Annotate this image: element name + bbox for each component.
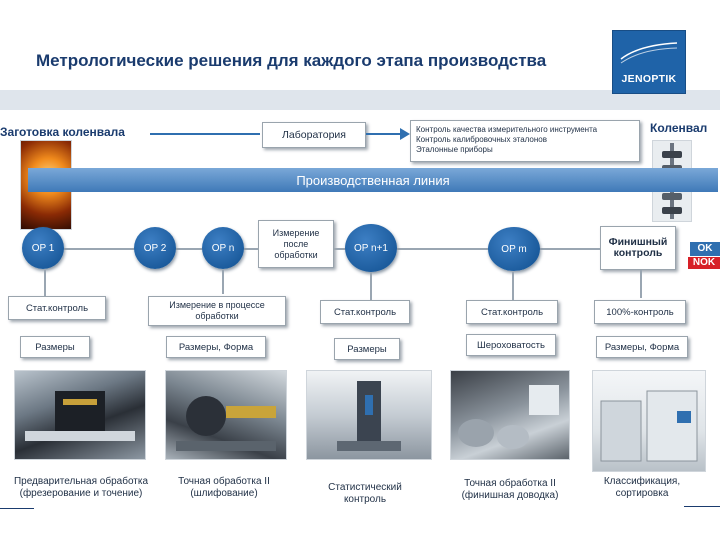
lab-desc-line: Контроль качества измерительного инструм…: [416, 125, 598, 134]
crankshaft-parts-icon: [458, 385, 559, 449]
logo-wave-icon: [620, 42, 678, 64]
arrow-right-icon: [400, 128, 410, 140]
sorting-machine-photo: [592, 370, 706, 472]
connector: [150, 133, 260, 135]
grinding-machine-photo: [165, 370, 287, 460]
gauge-icon: [337, 381, 401, 451]
caption-grinding: Точная обработка II (шлифование): [178, 476, 270, 499]
control-dimensions-box-2: Размеры: [334, 338, 400, 360]
lab-desc-line: Контроль калибровочных эталонов: [416, 135, 547, 144]
caption-premachining: Предварительная обработка (фрезерование …: [13, 476, 149, 499]
connector: [512, 272, 514, 300]
connector: [640, 270, 642, 298]
control-100-box: 100%-контроль: [594, 300, 686, 324]
production-line-banner: Производственная линия: [28, 168, 718, 192]
caption-finishing: Точная обработка II (финишная доводка): [461, 478, 559, 501]
op-n: OP n: [202, 227, 244, 269]
post-measurement-box: Измерение после обработки: [258, 220, 334, 268]
connector: [370, 272, 372, 300]
control-dimform-box-1: Размеры, Форма: [166, 336, 266, 358]
lab-desc-line: Эталонные приборы: [416, 145, 493, 154]
machine-icon: [25, 391, 135, 441]
connector: [222, 270, 224, 294]
sorting-station-icon: [600, 390, 698, 462]
connector: [366, 133, 406, 135]
nok-badge: NOK: [688, 257, 720, 269]
jenoptik-logo: JENOPTIK: [612, 30, 686, 94]
control-stat-box-2: Стат.контроль: [320, 300, 410, 324]
control-inprocess-box: Измерение в процессе обработки: [148, 296, 286, 326]
brand-name: JENOPTIK: [621, 73, 677, 85]
ok-badge: OK: [690, 242, 720, 256]
control-stat-box-3: Стат.контроль: [466, 300, 558, 324]
control-dimform-box-2: Размеры, Форма: [596, 336, 688, 358]
grinder-icon: [176, 396, 276, 451]
footer-rule-right: [684, 506, 720, 507]
control-stat-box-1: Стат.контроль: [8, 296, 106, 320]
final-control-box: Финишный контроль: [600, 226, 676, 270]
op-n-plus-1: OP n+1: [345, 224, 397, 272]
crankshaft-label: Коленвал: [650, 121, 708, 135]
caption-sorting: Классификация, сортировка: [603, 476, 681, 499]
control-roughness-box: Шероховатость: [466, 334, 556, 356]
crankshaft-blank-label: Заготовка коленвала: [0, 125, 125, 139]
laboratory-box: Лаборатория: [262, 122, 366, 148]
lab-description-box: Контроль качества измерительного инструм…: [410, 120, 640, 162]
header-band: [0, 90, 720, 110]
op-1: OP 1: [22, 227, 64, 269]
milling-machine-photo: [14, 370, 146, 460]
footer-rule-left: [0, 508, 34, 509]
control-dimensions-box-1: Размеры: [20, 336, 90, 358]
op-2: OP 2: [134, 227, 176, 269]
connector: [44, 270, 46, 296]
page-title: Метрологические решения для каждого этап…: [36, 51, 547, 70]
caption-statistical-control: Статистический контроль: [328, 482, 402, 505]
finishing-machine-photo: [450, 370, 570, 460]
op-m: OP m: [488, 227, 540, 271]
statistical-control-photo: [306, 370, 432, 460]
